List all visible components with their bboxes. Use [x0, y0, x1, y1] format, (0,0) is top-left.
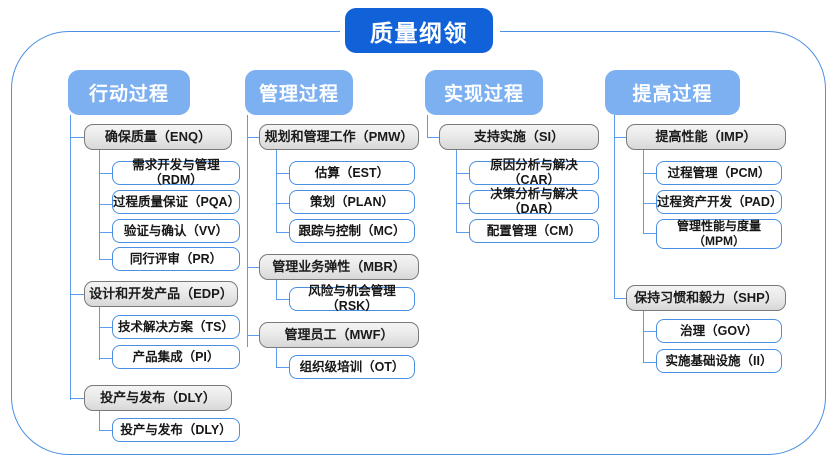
- leaf-stub-rdm: [99, 173, 112, 175]
- leaf-stub-dar: [456, 203, 469, 205]
- trunk-line-col4: [614, 115, 616, 299]
- column-header-2[interactable]: 管理过程: [245, 70, 353, 115]
- branch-line-mbr: [276, 280, 278, 300]
- branch-line-si: [456, 150, 458, 233]
- trunk-line-col2: [247, 115, 249, 347]
- stub-col2-g2: [247, 267, 259, 269]
- leaf-stub-pi: [99, 358, 112, 360]
- stub-col2-g1: [247, 137, 259, 139]
- leaf-box-vv[interactable]: 验证与确认（VV）: [112, 219, 240, 243]
- leaf-box-ts[interactable]: 技术解决方案（TS）: [112, 315, 240, 339]
- branch-line-mwf: [276, 348, 278, 368]
- branch-line-pmw: [276, 150, 278, 233]
- trunk-line-col3: [427, 115, 429, 138]
- column-header-3[interactable]: 实现过程: [425, 70, 543, 115]
- branch-line-imp: [643, 150, 645, 234]
- leaf-stub-pcm: [643, 173, 656, 175]
- leaf-box-car[interactable]: 原因分析与解决（CAR）: [469, 158, 599, 187]
- group-box-si[interactable]: 支持实施（SI）: [439, 124, 599, 150]
- column-header-4[interactable]: 提高过程: [605, 70, 740, 115]
- group-box-mbr[interactable]: 管理业务弹性（MBR）: [259, 254, 419, 280]
- stub-col1-g1: [70, 137, 84, 139]
- leaf-stub-plan: [276, 203, 289, 205]
- leaf-box-mpm[interactable]: 管理性能与度量 （MPM）: [656, 219, 782, 249]
- diagram-title: 质量纲领: [345, 8, 493, 53]
- branch-line-edp: [99, 307, 101, 360]
- leaf-box-est[interactable]: 估算（EST）: [289, 161, 415, 185]
- group-box-enq[interactable]: 确保质量（ENQ）: [84, 124, 232, 150]
- leaf-box-dly[interactable]: 投产与发布（DLY）: [112, 418, 240, 442]
- trunk-line-col1: [70, 115, 72, 400]
- leaf-box-pqa[interactable]: 过程质量保证（PQA）: [112, 190, 240, 214]
- leaf-box-ot[interactable]: 组织级培训（OT）: [289, 355, 415, 379]
- branch-line-dly: [99, 411, 101, 431]
- stub-col1-g2: [70, 294, 84, 296]
- branch-line-shp: [643, 311, 645, 363]
- group-box-imp[interactable]: 提高性能（IMP）: [626, 124, 786, 150]
- column-header-1[interactable]: 行动过程: [68, 70, 190, 115]
- leaf-stub-vv: [99, 232, 112, 234]
- group-box-pmw[interactable]: 规划和管理工作（PMW）: [259, 124, 419, 150]
- group-box-edp[interactable]: 设计和开发产品（EDP）: [84, 281, 238, 307]
- group-box-dly[interactable]: 投产与发布（DLY）: [84, 385, 232, 411]
- leaf-stub-pqa: [99, 204, 112, 206]
- leaf-stub-pr: [99, 259, 112, 261]
- leaf-box-pcm[interactable]: 过程管理（PCM）: [656, 161, 782, 185]
- leaf-box-plan[interactable]: 策划（PLAN）: [289, 190, 415, 214]
- leaf-stub-mpm: [643, 233, 656, 235]
- leaf-stub-ii: [643, 362, 656, 364]
- stub-col4-g1: [614, 137, 626, 139]
- stub-col4-g2: [614, 298, 626, 300]
- stub-col1-g3: [70, 398, 84, 400]
- leaf-box-ii[interactable]: 实施基础设施（II）: [656, 349, 782, 373]
- stub-col2-g3: [247, 335, 259, 337]
- leaf-stub-ts: [99, 327, 112, 329]
- leaf-box-rdm[interactable]: 需求开发与管理（RDM）: [112, 158, 240, 187]
- group-box-shp[interactable]: 保持习惯和毅力（SHP）: [626, 285, 786, 311]
- stub-col3-g1: [427, 137, 439, 139]
- leaf-box-cm[interactable]: 配置管理（CM）: [469, 219, 599, 243]
- leaf-stub-gov: [643, 331, 656, 333]
- leaf-box-pi[interactable]: 产品集成（PI）: [112, 345, 240, 369]
- leaf-stub-pad: [643, 203, 656, 205]
- leaf-box-gov[interactable]: 治理（GOV）: [656, 319, 782, 343]
- leaf-box-pad[interactable]: 过程资产开发（PAD）: [656, 190, 782, 214]
- leaf-stub-mc: [276, 232, 289, 234]
- leaf-stub-cm: [456, 232, 469, 234]
- leaf-stub-car: [456, 173, 469, 175]
- leaf-box-pr[interactable]: 同行评审（PR）: [112, 247, 240, 271]
- leaf-stub-dly: [99, 430, 112, 432]
- leaf-stub-ot: [276, 367, 289, 369]
- leaf-box-mc[interactable]: 跟踪与控制（MC）: [289, 219, 415, 243]
- leaf-stub-rsk: [276, 299, 289, 301]
- group-box-mwf[interactable]: 管理员工（MWF）: [259, 322, 419, 348]
- leaf-box-dar[interactable]: 决策分析与解决（DAR）: [469, 187, 599, 216]
- leaf-stub-est: [276, 173, 289, 175]
- leaf-box-rsk[interactable]: 风险与机会管理（RSK）: [289, 284, 415, 313]
